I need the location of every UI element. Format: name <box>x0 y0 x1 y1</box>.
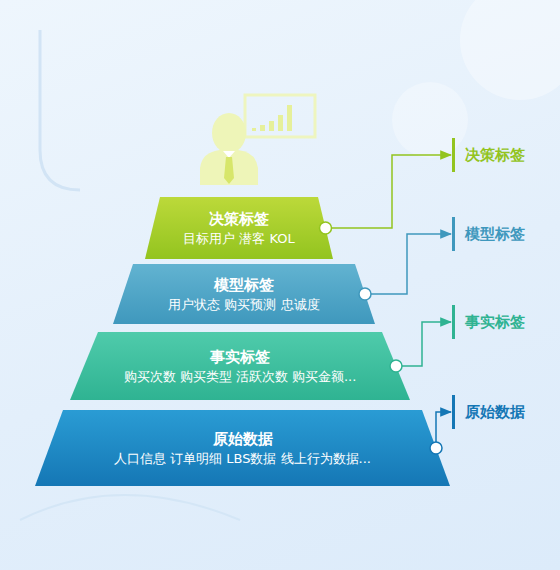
tier-title: 原始数据 <box>213 429 273 449</box>
tier-items: 购买次数 购买类型 活跃次数 购买金额... <box>124 367 357 386</box>
tier-items: 用户状态 购买预测 忠诚度 <box>168 295 319 314</box>
anchor-dot <box>320 222 332 234</box>
pyramid-band: 原始数据人口信息 订单明细 LBS数据 线上行为数据... <box>35 410 450 486</box>
tier-label: 事实标签 <box>452 305 552 339</box>
tier-title: 决策标签 <box>209 209 269 229</box>
tier-items: 人口信息 订单明细 LBS数据 线上行为数据... <box>114 449 371 468</box>
tier-label: 模型标签 <box>452 217 552 251</box>
tier-name: 决策标签 <box>465 146 525 165</box>
connector-arrow <box>365 234 451 294</box>
anchor-dot <box>390 360 402 372</box>
anchor-dot <box>430 442 442 454</box>
anchor-dot <box>359 288 371 300</box>
tier-items: 目标用户 潜客 KOL <box>183 229 295 248</box>
pyramid-band: 事实标签购买次数 购买类型 活跃次数 购买金额... <box>70 332 410 400</box>
band-shape <box>70 332 410 400</box>
band-shape <box>113 264 375 324</box>
tier-label: 决策标签 <box>452 138 552 172</box>
tier-label: 原始数据 <box>452 395 552 429</box>
tier-name: 原始数据 <box>465 403 525 422</box>
connector-arrow <box>436 412 451 448</box>
tier-name: 事实标签 <box>465 313 525 332</box>
tier-name: 模型标签 <box>465 225 525 244</box>
band-shape <box>145 197 333 259</box>
pyramid-band: 模型标签用户状态 购买预测 忠诚度 <box>113 264 375 324</box>
band-shape <box>35 410 450 486</box>
pyramid-band: 决策标签目标用户 潜客 KOL <box>145 197 333 259</box>
tier-title: 事实标签 <box>210 347 270 367</box>
connector-arrow <box>396 322 451 366</box>
tier-title: 模型标签 <box>214 275 274 295</box>
connector-arrow <box>326 155 452 228</box>
